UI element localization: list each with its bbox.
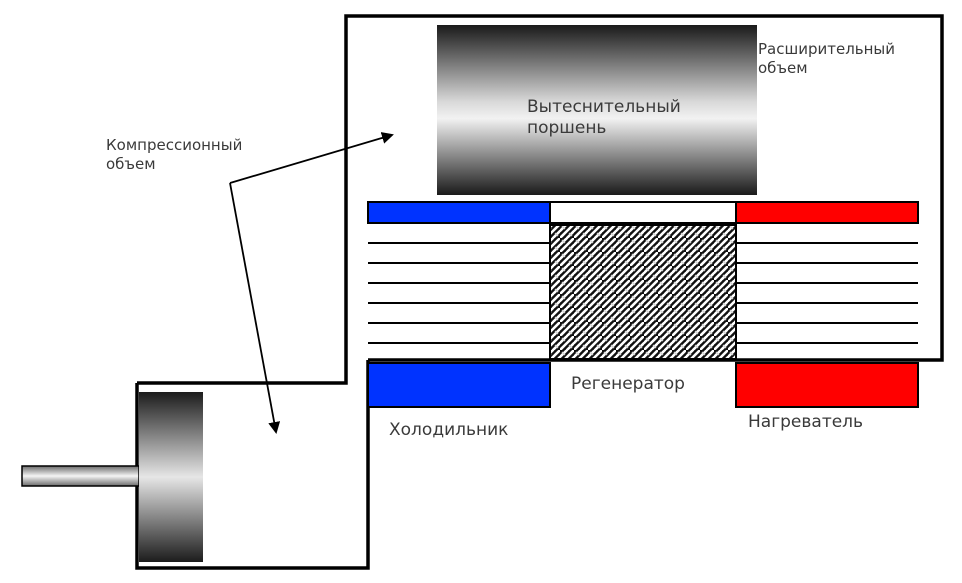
compression-volume-label: Компрессионный объем (106, 136, 242, 174)
regenerator-mesh (549, 224, 737, 360)
displacer-piston-label-line2: поршень (527, 118, 607, 138)
heater-block (735, 362, 919, 408)
cooler-top-bar (367, 201, 551, 224)
piston-rod (21, 465, 140, 487)
expansion-volume-label: Расширительный объем (758, 40, 895, 78)
regenerator-label: Регенератор (571, 374, 685, 394)
arrow-to-compression-space (229, 182, 281, 434)
displacer-piston-label: Вытеснительный поршень (527, 97, 681, 139)
compression-volume-label-line1: Компрессионный (106, 136, 243, 154)
regenerator-top-bar (549, 201, 737, 224)
displacer-piston (437, 25, 757, 195)
cooler-block (367, 362, 551, 408)
power-piston (139, 392, 203, 562)
expansion-volume-label-line2: объем (758, 59, 808, 77)
expansion-volume-label-line1: Расширительный (758, 40, 896, 58)
compression-volume-label-line2: объем (106, 155, 156, 173)
heater-label: Нагреватель (748, 412, 864, 432)
arrow-to-expansion-space (229, 132, 394, 184)
main-cylinder-outline (137, 14, 944, 385)
displacer-piston-label-line1: Вытеснительный (527, 97, 681, 117)
cooler-label: Холодильник (389, 420, 509, 440)
heater-top-bar (735, 201, 919, 224)
